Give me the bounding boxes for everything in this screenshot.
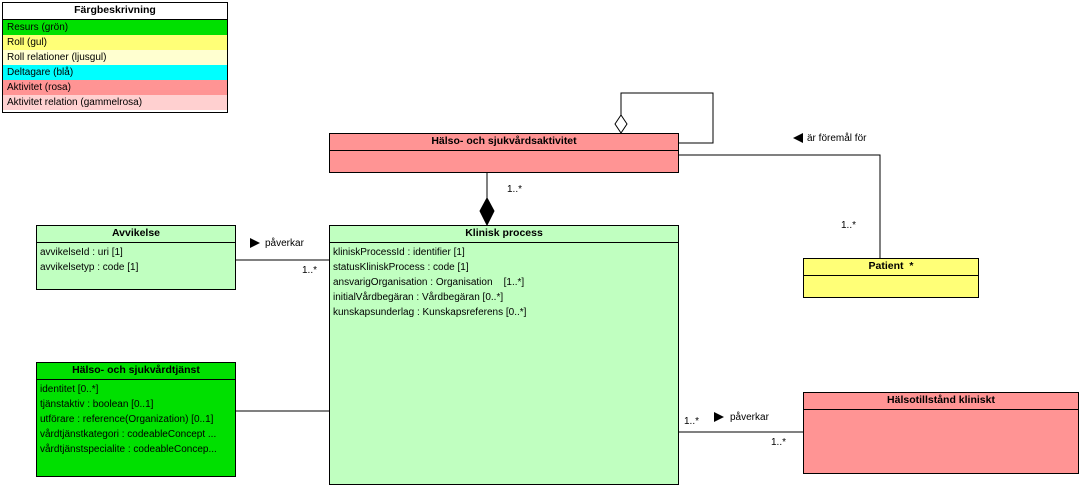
self-association-line [620, 92, 714, 144]
class-aktivitet[interactable]: Hälso- och sjukvårdsaktivitet [329, 133, 679, 173]
class-patient[interactable]: Patient * [803, 258, 979, 298]
attribute: avvikelseId : uri [1] [40, 247, 123, 258]
attribute: vårdtjänstkategori : codeableConcept ... [40, 429, 217, 440]
attribute: utförare : reference(Organization) [0..1… [40, 414, 214, 425]
association-label: påverkar [730, 412, 769, 423]
arrow-paverkar2-icon [714, 412, 724, 422]
arrow-paverkar1-icon [250, 238, 260, 248]
class-halso-och-sjukvardtjanst[interactable]: Hälso- och sjukvårdtjänst identitet [0..… [36, 362, 236, 477]
multiplicity: 1..* [771, 437, 787, 448]
association-label: är föremål för [807, 133, 867, 144]
association-label: påverkar [265, 238, 304, 249]
class-title: Klinisk process [330, 226, 678, 243]
class-avvikelse[interactable]: Avvikelse avvikelseId : uri [1] avvikels… [36, 225, 236, 290]
composition-diamond [479, 196, 495, 227]
class-klinisk-process[interactable]: Klinisk process kliniskProcessId : ident… [329, 225, 679, 485]
legend-item: Deltagare (blå) [3, 65, 227, 80]
class-title: Hälsotillstånd kliniskt [804, 393, 1078, 410]
multiplicity: 1..* [507, 184, 523, 195]
multiplicity: 1..* [684, 416, 700, 427]
class-title: Avvikelse [37, 226, 235, 243]
legend-item: Roll relationer (ljusgul) [3, 50, 227, 65]
patient-association-line [678, 154, 881, 258]
legend-item: Aktivitet relation (gammelrosa) [3, 95, 227, 110]
multiplicity: 1..* [841, 220, 857, 231]
legend-item: Roll (gul) [3, 35, 227, 50]
class-halsotillstand[interactable]: Hälsotillstånd kliniskt [803, 392, 1079, 474]
attribute: tjänstaktiv : boolean [0..1] [40, 399, 154, 410]
legend-item: Resurs (grön) [3, 20, 227, 35]
class-title: Hälso- och sjukvårdsaktivitet [330, 134, 678, 151]
legend: Färgbeskrivning Resurs (grön)Roll (gul)R… [2, 2, 228, 113]
legend-item: Aktivitet (rosa) [3, 80, 227, 95]
arrow-foremal-icon [793, 133, 803, 143]
attribute: initialVårdbegäran : Vårdbegäran [0..*] [333, 292, 504, 303]
aggregation-diamond [614, 114, 628, 134]
multiplicity: 1..* [302, 265, 318, 276]
attribute: kliniskProcessId : identifier [1] [333, 247, 465, 258]
attribute: kunskapsunderlag : Kunskapsreferens [0..… [333, 307, 527, 318]
class-title: Hälso- och sjukvårdtjänst [37, 363, 235, 380]
attribute: ansvarigOrganisation : Organisation [1..… [333, 277, 525, 288]
legend-title: Färgbeskrivning [3, 3, 227, 20]
attribute: identitet [0..*] [40, 384, 99, 395]
attribute: vårdtjänstspecialite : codeableConcep... [40, 444, 217, 455]
attribute: statusKliniskProcess : code [1] [333, 262, 469, 273]
attribute: avvikelsetyp : code [1] [40, 262, 139, 273]
class-title: Patient * [804, 259, 978, 276]
